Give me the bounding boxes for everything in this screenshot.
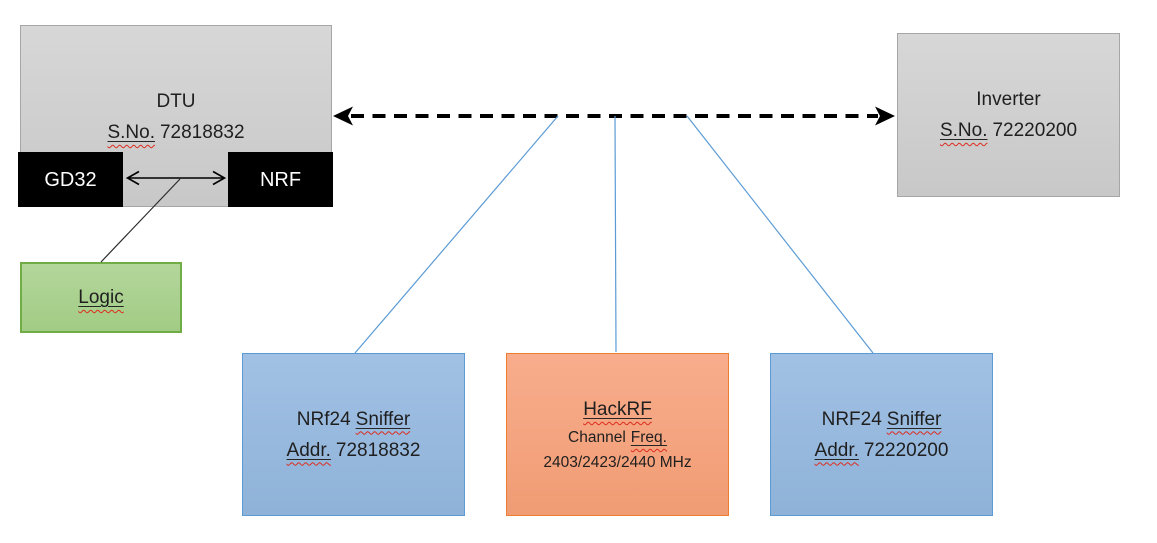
dtu-title: DTU	[156, 91, 196, 112]
hackrf-title: HackRF	[583, 399, 652, 420]
inverter-serial-number: 72220200	[992, 120, 1078, 141]
hackrf-channel-line: Channel Freq.	[568, 429, 667, 446]
nrf-box: NRF	[228, 152, 333, 207]
nrf-label: NRF	[259, 168, 302, 191]
sniffer-left-box: NRf24 Sniffer Addr. 72818832	[242, 353, 465, 516]
tap-line-right	[686, 115, 874, 354]
inverter-box: Inverter S.No. 72220200	[897, 33, 1120, 197]
hackrf-box: HackRF Channel Freq. 2403/2423/2440 MHz	[506, 353, 729, 516]
dtu-inverter-dashed-arrow	[333, 106, 895, 126]
sniffer-left-title: NRf24 Sniffer	[296, 408, 411, 430]
arrowhead-left-icon	[333, 106, 353, 126]
tap-line-left	[354, 115, 559, 354]
inverter-serial: S.No. 72220200	[940, 115, 1077, 146]
hackrf-frequencies: 2403/2423/2440 MHz	[543, 454, 692, 471]
dtu-serial: S.No. 72818832	[107, 117, 244, 148]
dtu-serial-number: 72818832	[159, 122, 245, 143]
sniffer-right-box: NRF24 Sniffer Addr. 72220200	[770, 353, 993, 516]
gd32-box: GD32	[18, 152, 123, 207]
arrowhead-right-icon	[875, 106, 895, 126]
gd32-label: GD32	[44, 168, 97, 191]
sniffer-right-addr: Addr. 72220200	[814, 439, 949, 461]
dtu-serial-label: S.No.	[107, 122, 155, 143]
sniffer-right-title: NRF24 Sniffer	[821, 408, 942, 430]
inverter-serial-label: S.No.	[939, 120, 988, 141]
tap-line-middle	[614, 115, 617, 353]
sniffer-tap-lines	[354, 115, 874, 354]
sniffer-left-addr: Addr. 72818832	[286, 439, 421, 461]
logic-box: Logic	[20, 262, 182, 333]
logic-label: Logic	[78, 287, 124, 308]
inverter-title: Inverter	[976, 89, 1041, 110]
